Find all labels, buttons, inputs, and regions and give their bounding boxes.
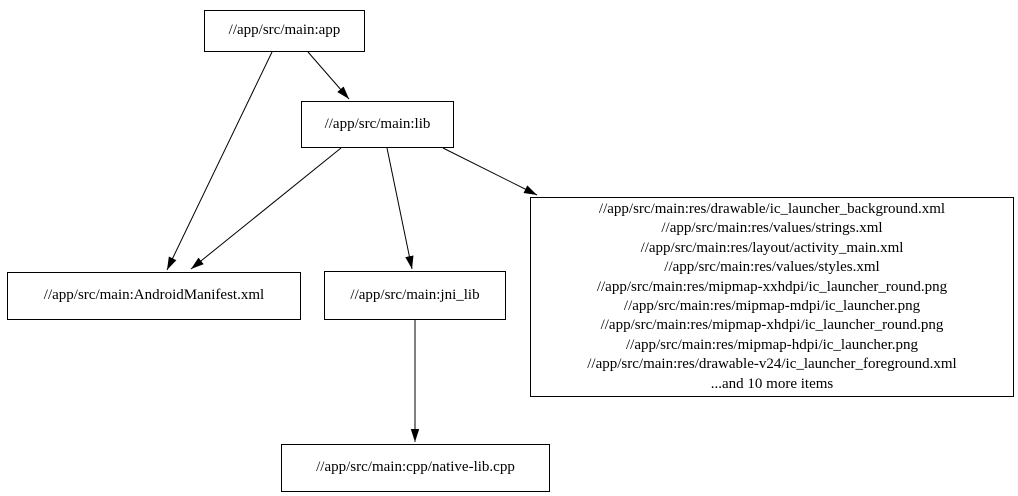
graph-node-app: //app/src/main:app	[204, 10, 365, 52]
node-label: //app/src/main:lib	[324, 115, 431, 132]
graph-node-android-manifest: //app/src/main:AndroidManifest.xml	[7, 272, 301, 320]
edge-lib-to-android-manifest	[190, 147, 342, 270]
graph-node-native-lib: //app/src/main:cpp/native-lib.cpp	[281, 444, 550, 492]
node-label: ...and 10 more items	[710, 375, 834, 392]
graph-node-resources: //app/src/main:res/drawable/ic_launcher_…	[530, 197, 1014, 397]
node-label: //app/src/main:res/mipmap-mdpi/ic_launch…	[623, 298, 921, 314]
node-label: //app/src/main:jni_lib	[350, 286, 480, 303]
node-label: //app/src/main:res/mipmap-xxhdpi/ic_laun…	[596, 278, 948, 295]
graph-node-lib: //app/src/main:lib	[301, 101, 454, 148]
node-label: //app/src/main:app	[228, 22, 341, 39]
edge-lib-to-jni-lib	[386, 147, 414, 270]
node-label: //app/src/main:res/drawable-v24/ic_launc…	[587, 356, 957, 373]
node-label: //app/src/main:res/mipmap-xhdpi/ic_launc…	[600, 317, 944, 334]
node-label: //app/src/main:res/drawable/ic_launcher_…	[598, 200, 946, 217]
graph-node-jni-lib: //app/src/main:jni_lib	[324, 271, 506, 320]
node-label: //app/src/main:res/layout/activity_main.…	[640, 239, 904, 256]
node-label: //app/src/main:res/values/strings.xml	[661, 220, 883, 237]
node-label: //app/src/main:AndroidManifest.xml	[43, 287, 265, 304]
edge-app-to-lib	[307, 51, 350, 100]
edge-app-to-android-manifest	[166, 51, 273, 271]
edge-lib-to-resources	[442, 147, 538, 196]
node-label: //app/src/main:res/mipmap-hdpi/ic_launch…	[625, 336, 918, 353]
node-label: //app/src/main:res/values/styles.xml	[664, 259, 880, 276]
node-label: //app/src/main:cpp/native-lib.cpp	[316, 459, 515, 476]
